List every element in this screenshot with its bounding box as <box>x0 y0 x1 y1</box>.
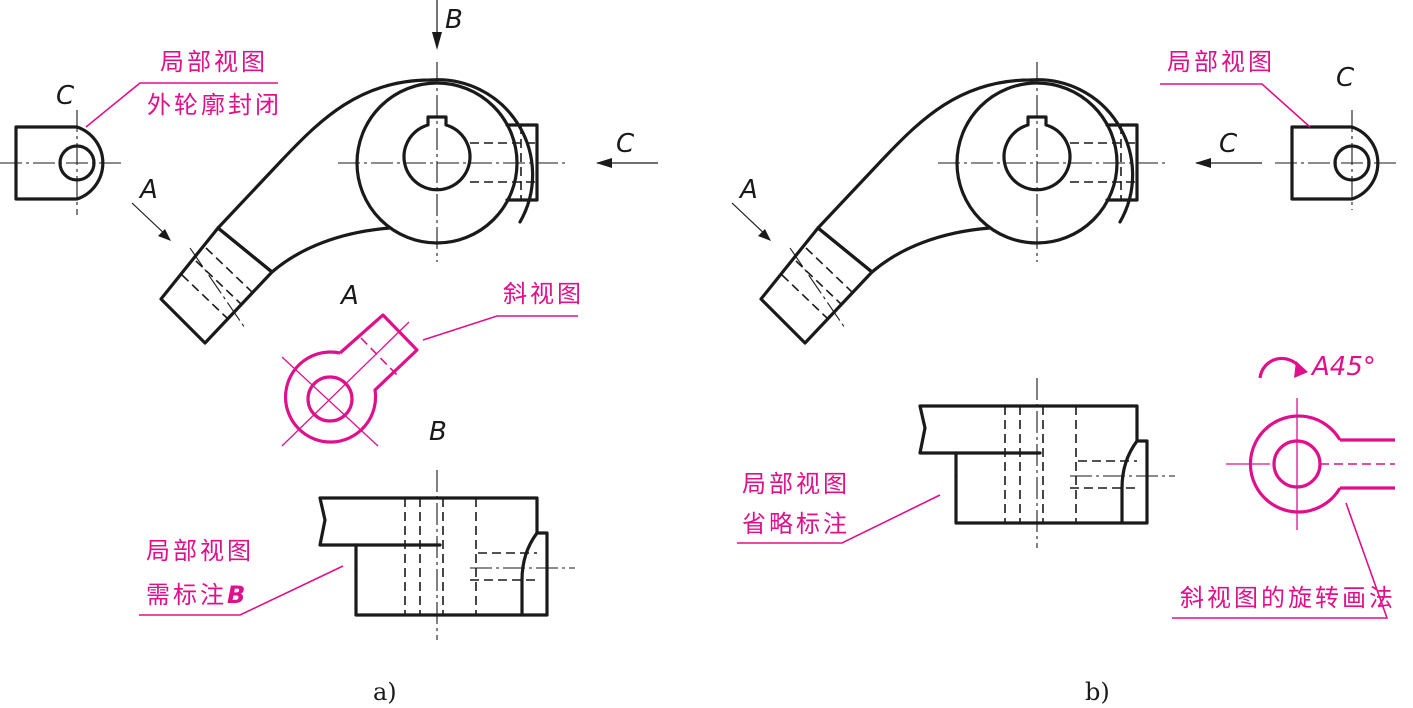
a-arrow-label-b: A <box>738 175 758 205</box>
leader-b-view <box>139 565 344 616</box>
c-view-label-b: C <box>1336 63 1355 93</box>
rotation-arrowhead-icon <box>1294 361 1308 378</box>
leader-c-view <box>85 82 278 128</box>
a-arrow-label: A <box>138 175 158 205</box>
caption-b: b) <box>1085 678 1110 706</box>
leader-rotated <box>1172 502 1389 619</box>
b-view-label: B <box>429 417 447 447</box>
c-arrow-label: C <box>616 129 635 159</box>
a-view-arrow-line <box>131 202 169 238</box>
b-local-view-b <box>918 376 1177 550</box>
leader-omitted <box>737 494 941 544</box>
b-local-view-a <box>318 468 577 642</box>
note-omitted-line1: 局部视图 <box>742 470 850 498</box>
a-view-arrowhead-b <box>758 229 771 241</box>
c-view-label: C <box>56 81 75 111</box>
c-view-arrowhead-b <box>1195 158 1211 168</box>
note-c-view-b: 局部视图 <box>1167 48 1275 76</box>
leader-c-view-b <box>1160 83 1311 128</box>
c-local-view-a <box>0 110 122 215</box>
a-view-arrowhead <box>158 229 171 241</box>
c-local-view-b <box>1275 110 1400 210</box>
note-oblique-view: 斜视图 <box>503 280 584 308</box>
main-view-b <box>759 60 1170 345</box>
panel-b: C C A A45° 局部视图 局部视图 省略标注 斜视图的旋转画法 b) <box>731 48 1400 706</box>
rotation-arrow-icon <box>1258 356 1302 379</box>
a-view-label: A <box>339 281 359 311</box>
note-b-view-line2-prefix: 需标注 <box>146 581 227 609</box>
c-view-arrowhead <box>596 158 612 168</box>
note-b-view-line2-letter: B <box>227 581 248 609</box>
oblique-view-a <box>281 313 419 447</box>
panel-a: B C C A A B 局部视图 外轮廓封闭 <box>0 0 658 706</box>
note-c-view-line1: 局部视图 <box>160 48 268 76</box>
note-c-view-line2: 外轮廓封闭 <box>147 91 282 119</box>
caption-a: a) <box>373 678 397 706</box>
note-rotated: 斜视图的旋转画法 <box>1180 584 1396 612</box>
b-arrow-label: B <box>445 5 463 35</box>
rotated-view-label: A45° <box>1310 352 1376 382</box>
note-b-view-line2: 需标注B <box>146 581 248 609</box>
leader-oblique-view <box>422 315 578 341</box>
note-omitted-line2: 省略标注 <box>742 510 850 538</box>
c-arrow-label-b: C <box>1219 129 1238 159</box>
note-b-view-line1: 局部视图 <box>146 537 254 565</box>
rotated-oblique-view <box>1226 398 1395 530</box>
b-view-arrowhead <box>432 32 442 50</box>
a-view-arrow-line-b <box>731 202 769 238</box>
